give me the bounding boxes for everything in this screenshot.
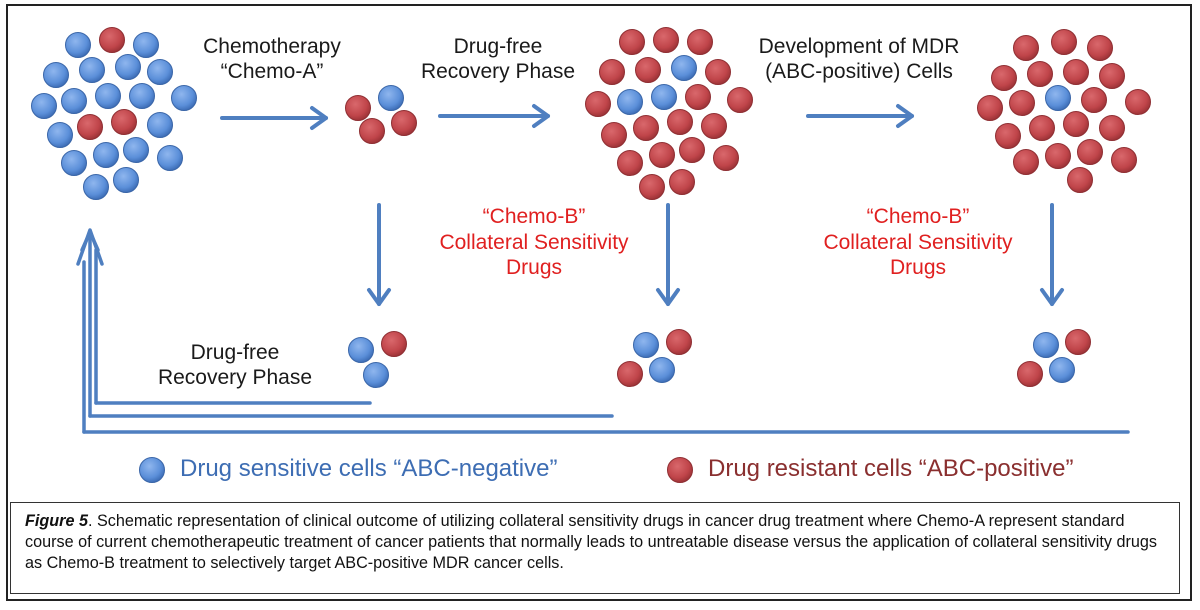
arrow-chemo-a bbox=[220, 106, 328, 130]
legend-resistant-label: Drug resistant cells “ABC-positive” bbox=[708, 455, 1074, 482]
label-recovery-2-line1: Drug-free bbox=[190, 341, 280, 364]
figure-caption: Figure 5. Schematic representation of cl… bbox=[10, 502, 1180, 594]
cluster-regrown-tumor bbox=[585, 27, 753, 200]
label-mdr-development: Development of MDR (ABC-positive) Cells bbox=[738, 34, 980, 84]
label-recovery-phase-2: Drug-free Recovery Phase bbox=[148, 340, 322, 390]
label-chemo-b-left-line2: Collateral Sensitivity bbox=[439, 230, 629, 254]
label-chemo-a-line2: “Chemo-A” bbox=[220, 60, 324, 84]
arrow-chemo-b-down-2 bbox=[656, 203, 680, 306]
label-chemo-b-left-line3: Drugs bbox=[505, 256, 563, 280]
label-recovery-2-line2: Recovery Phase bbox=[157, 366, 313, 390]
label-chemo-a-line1: Chemotherapy bbox=[203, 35, 341, 58]
label-recovery-phase-1: Drug-free Recovery Phase bbox=[408, 34, 588, 84]
label-chemo-b-right-line2: Collateral Sensitivity bbox=[823, 230, 1013, 254]
legend-sensitive-label: Drug sensitive cells “ABC-negative” bbox=[180, 455, 558, 482]
cluster-small-1 bbox=[348, 331, 407, 388]
legend-sensitive-marker bbox=[139, 457, 165, 483]
cluster-small-3 bbox=[1017, 329, 1091, 387]
label-chemo-b-right: “Chemo-B” Collateral Sensitivity Drugs bbox=[806, 204, 1030, 281]
caption-text: . Schematic representation of clinical o… bbox=[25, 512, 1157, 572]
caption-figure-label: Figure 5 bbox=[25, 512, 88, 530]
label-chemo-b-left: “Chemo-B” Collateral Sensitivity Drugs bbox=[422, 204, 646, 281]
cluster-after-chemo-a bbox=[345, 85, 417, 144]
feedback-lines bbox=[76, 228, 1130, 434]
label-recovery-1-line2: Recovery Phase bbox=[420, 60, 576, 84]
label-chemo-a: Chemotherapy “Chemo-A” bbox=[184, 34, 360, 84]
label-chemo-b-right-line1: “Chemo-B” bbox=[866, 205, 970, 228]
cluster-initial-tumor bbox=[31, 27, 197, 200]
arrow-chemo-b-down-1 bbox=[367, 203, 391, 306]
label-mdr-line2: (ABC-positive) Cells bbox=[765, 60, 953, 84]
label-recovery-1-line1: Drug-free bbox=[453, 35, 543, 58]
arrow-chemo-b-down-3 bbox=[1040, 203, 1064, 306]
label-chemo-b-left-line1: “Chemo-B” bbox=[482, 205, 586, 228]
arrow-recovery-1 bbox=[438, 104, 550, 128]
cluster-small-2 bbox=[617, 329, 692, 387]
label-mdr-line1: Development of MDR bbox=[758, 35, 960, 58]
arrow-mdr-development bbox=[806, 104, 914, 128]
legend-resistant-marker bbox=[667, 457, 693, 483]
label-chemo-b-right-line3: Drugs bbox=[889, 256, 947, 280]
cluster-mdr-tumor bbox=[977, 29, 1151, 193]
